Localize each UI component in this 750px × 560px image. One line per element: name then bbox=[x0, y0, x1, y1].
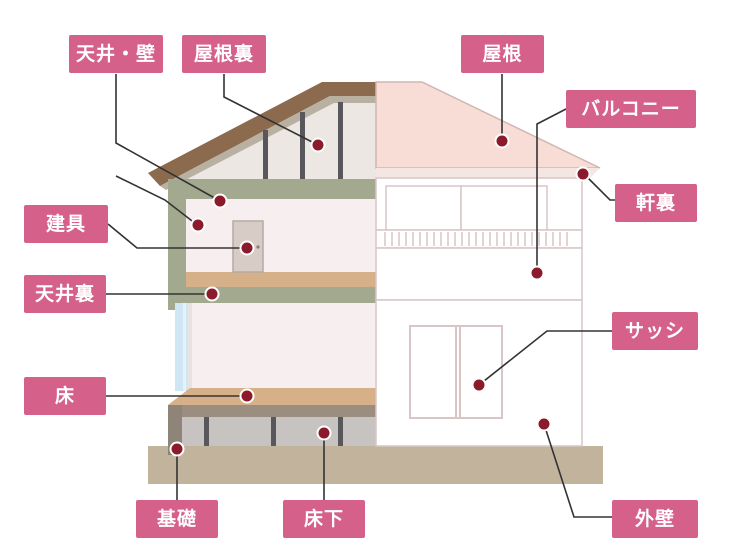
leader-tategu bbox=[107, 223, 247, 249]
marker-nokiura bbox=[575, 166, 591, 182]
marker-kiso bbox=[169, 441, 185, 457]
leader-nokiura bbox=[583, 173, 615, 201]
sill-beam bbox=[168, 405, 376, 417]
upper-room bbox=[186, 199, 376, 272]
marker-tategu bbox=[239, 240, 255, 256]
leader-yaneura bbox=[223, 74, 319, 146]
upper-floor bbox=[186, 272, 376, 287]
label-yukashita: 床下 bbox=[283, 500, 365, 538]
lower-room bbox=[190, 303, 376, 388]
label-yaneura: 屋根裏 bbox=[182, 35, 266, 73]
attic-stud bbox=[300, 112, 305, 183]
marker-yukashita bbox=[316, 425, 332, 441]
ceiling-beam-lower bbox=[186, 287, 376, 303]
label-tenjouura: 天井裏 bbox=[24, 275, 106, 313]
crawl-post bbox=[338, 417, 343, 446]
ground bbox=[148, 446, 603, 484]
balcony-body bbox=[375, 247, 583, 301]
label-nokiura: 軒裏 bbox=[615, 184, 697, 222]
label-sash: サッシ bbox=[612, 312, 698, 350]
lower-left-wall bbox=[188, 303, 192, 391]
marker-balcony bbox=[529, 265, 545, 281]
leader-tenjou-kabe bbox=[115, 74, 221, 202]
label-balcony: バルコニー bbox=[566, 90, 696, 128]
leader-tenjou-kabe bbox=[115, 175, 197, 225]
crawl-post bbox=[204, 417, 209, 446]
marker-sash bbox=[471, 377, 487, 393]
door-knob bbox=[256, 245, 260, 249]
attic-stud bbox=[263, 130, 268, 183]
upper-window bbox=[460, 185, 548, 231]
marker-yaneura bbox=[310, 137, 326, 153]
marker-yuka bbox=[239, 388, 255, 404]
roof-rafter bbox=[148, 82, 376, 186]
ground-floor bbox=[168, 388, 376, 405]
upper-window bbox=[385, 185, 462, 231]
label-gaiheki: 外壁 bbox=[612, 500, 698, 538]
marker-tenjouura bbox=[204, 286, 220, 302]
leader-sash bbox=[478, 330, 612, 386]
crawl-space bbox=[180, 417, 376, 446]
label-tategu: 建具 bbox=[24, 205, 108, 243]
marker-yane bbox=[494, 133, 510, 149]
window-glass bbox=[175, 303, 188, 391]
leader-balcony bbox=[536, 108, 567, 273]
attic-stud bbox=[338, 102, 343, 183]
label-kiso: 基礎 bbox=[136, 500, 218, 538]
marker-tenjou-kabe bbox=[212, 193, 228, 209]
balcony-balusters bbox=[384, 232, 568, 246]
wall-frame-left bbox=[168, 183, 186, 310]
label-yane: 屋根 bbox=[461, 35, 544, 73]
label-yuka: 床 bbox=[24, 377, 106, 415]
label-tenjou-kabe: 天井・壁 bbox=[69, 35, 163, 73]
crawl-post bbox=[271, 417, 276, 446]
leader-gaiheki bbox=[543, 423, 612, 518]
marker-kabe bbox=[190, 217, 206, 233]
window-glass-frame bbox=[183, 303, 186, 391]
eave-underside bbox=[376, 168, 600, 178]
balcony-rail bbox=[375, 229, 583, 249]
marker-gaiheki bbox=[536, 416, 552, 432]
